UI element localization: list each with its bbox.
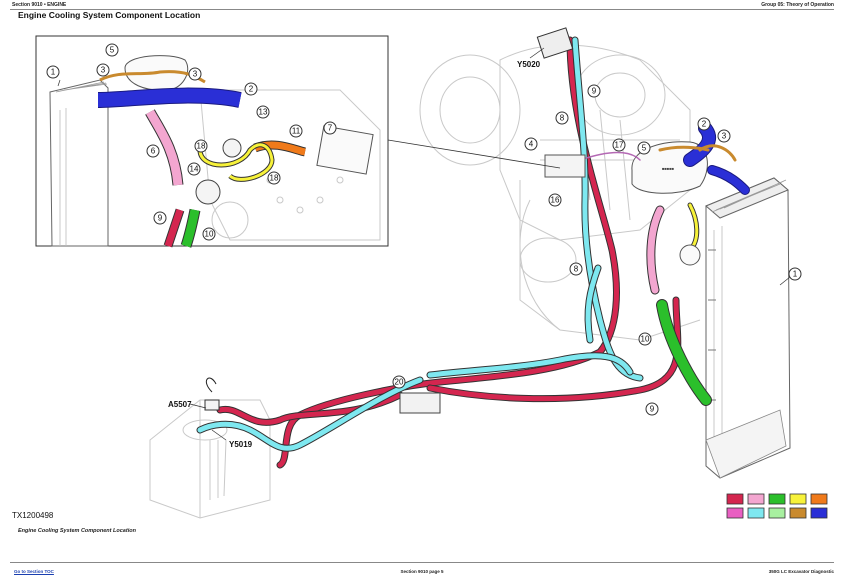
- callout-number: 10: [641, 335, 650, 344]
- callout-number: 9: [650, 405, 655, 414]
- callout-number: 1: [51, 68, 56, 77]
- callout-number: 11: [292, 127, 301, 136]
- header-left: Section 9010 • ENGINE: [12, 2, 67, 8]
- figure-caption: Engine Cooling System Component Location: [18, 528, 136, 534]
- legend-swatch: [768, 493, 786, 505]
- label-y5019: Y5019: [229, 440, 253, 449]
- callout-number: 7: [328, 124, 333, 133]
- legend-swatch: [810, 507, 828, 519]
- figure-id: TX1200498: [12, 511, 54, 520]
- label-a5507: A5507: [168, 400, 192, 409]
- section-toc-link[interactable]: Go to Section TOC: [14, 569, 54, 574]
- radiator: [705, 177, 791, 479]
- page-number: Section 9010 page 5: [400, 569, 444, 574]
- callout-number: 8: [560, 114, 565, 123]
- inset-view: [35, 35, 389, 248]
- inset-leader-line: [387, 139, 561, 169]
- callout-number: 9: [158, 214, 163, 223]
- callout-number: 2: [702, 120, 707, 129]
- callout-number: 14: [190, 165, 199, 174]
- page-title: Engine Cooling System Component Location: [18, 10, 201, 20]
- inset-callouts: 1 2 3 3 5 6 7 9 10 11 13 14 18 18: [46, 43, 337, 241]
- callout-number: 18: [270, 174, 279, 183]
- hoses-main: [196, 36, 750, 469]
- legend-swatch: [726, 507, 744, 519]
- legend-swatch: [810, 493, 828, 505]
- callout-number: 9: [592, 87, 597, 96]
- legend-swatch: [726, 493, 744, 505]
- label-y5020: Y5020: [517, 60, 541, 69]
- legend-swatch: [789, 493, 807, 505]
- callout-number: 8: [574, 265, 579, 274]
- legend-swatch: [747, 493, 765, 505]
- svg-text:■■■■■: ■■■■■: [662, 166, 675, 171]
- callout-number: 6: [151, 147, 156, 156]
- callout-number: 10: [205, 230, 214, 239]
- callout-number: 16: [551, 196, 560, 205]
- callout-number: 5: [642, 144, 647, 153]
- callout-number: 13: [259, 108, 268, 117]
- callout-number: 5: [110, 46, 115, 55]
- callout-number: 3: [722, 132, 727, 141]
- component-labels: Y5020 A5507 Y5019: [168, 47, 545, 449]
- callout-number: 3: [101, 66, 106, 75]
- callout-number: 4: [529, 140, 534, 149]
- callout-number: 18: [197, 142, 206, 151]
- header-rule: [10, 9, 834, 10]
- components-main: [204, 27, 701, 414]
- callout-number: 20: [395, 378, 404, 387]
- main-callouts: 1 2 3 4 5 8 8 9 9 10 16 17 20: [392, 84, 802, 416]
- callout-number: 17: [615, 141, 624, 150]
- callout-number: 3: [193, 70, 198, 79]
- header-right: Group 05: Theory of Operation: [761, 2, 834, 8]
- callout-number: 2: [249, 85, 254, 94]
- manual-title: 350G LC Excavator Diagnostic: [768, 569, 834, 574]
- legend-swatch: [789, 507, 807, 519]
- legend-swatch: [768, 507, 786, 519]
- legend-swatch: [747, 507, 765, 519]
- footer-rule: [10, 562, 834, 563]
- color-legend: [726, 493, 828, 519]
- callout-number: 1: [793, 270, 798, 279]
